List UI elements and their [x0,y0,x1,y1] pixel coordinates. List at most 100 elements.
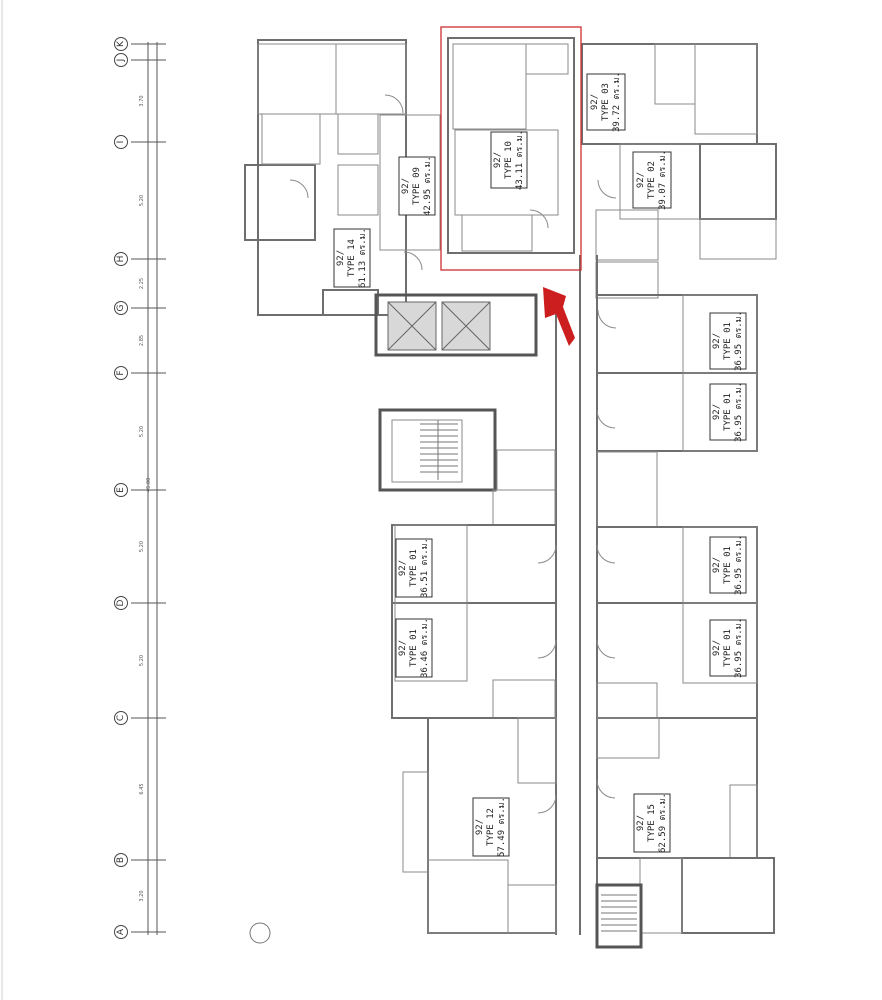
grid-bubble [114,596,128,610]
unit-label-text: 92/ [475,819,485,835]
grid-dimension: 3.70 [139,95,145,106]
unit-label-text: 92/ [398,640,408,656]
unit-label-text: 92/ [712,557,722,573]
grid-bubble [114,483,128,497]
unit-label-text: 36.95 ตร.ม. [734,535,744,595]
grid-dimension: 5.20 [139,541,145,552]
grid-bubble [114,925,128,939]
grid-label: B [116,857,126,863]
grid-dimension: 2.25 [139,278,145,289]
unit-label-text: TYPE 12 [486,808,496,846]
unit-label-text: TYPE 01 [723,629,733,667]
unit-label-text: 36.95 ตร.ม. [734,382,744,442]
unit-label-text: TYPE 02 [647,161,657,199]
grid-label: E [116,487,126,493]
unit-label-text: TYPE 14 [347,239,357,277]
grid-bubble [114,53,128,67]
unit-label-box [395,538,433,598]
unit-label-text: 92/ [636,172,646,188]
grid-dimension: 5.20 [139,655,145,666]
grid-dimension: 2.85 [139,335,145,346]
unit-label-text: 92/ [398,560,408,576]
unit-label-text: 92/ [590,94,600,110]
unit-label-box [398,156,436,216]
unit-label-box [586,73,626,131]
unit-label-text: TYPE 01 [409,549,419,587]
red-arrow-icon [543,287,575,346]
unit-label-box [395,618,433,678]
grid-bubble [114,366,128,380]
unit-label-text: TYPE 03 [601,83,611,121]
grid-bubble [114,711,128,725]
grid-label: F [116,370,126,375]
unit-label-text: 39.07 ตร.ม. [658,150,668,210]
unit-label-text: TYPE 01 [723,393,733,431]
unit-label-box [472,797,510,857]
unit-label-text: 92/ [493,152,503,168]
unit-label-box [709,383,747,441]
grid-label: J [116,59,126,63]
grid-label: H [116,256,126,263]
unit-label-text: TYPE 10 [504,141,514,179]
unit-label-text: 61.13 ตร.ม. [358,228,368,288]
grid-dimension: 3.20 [139,890,145,901]
unit-label-text: 62.59 ตร.ม. [658,793,668,853]
grid-bubble [114,301,128,315]
unit-label-text: 92/ [336,250,346,266]
grid-label: C [116,715,126,721]
unit-label-box [490,131,528,189]
unit-label-box [633,793,671,853]
grid-label: K [116,40,126,47]
unit-label-text: TYPE 09 [412,167,422,205]
unit-label-text: TYPE 01 [723,322,733,360]
unit-label-text: 92/ [401,178,411,194]
grid-dimension: 5.20 [139,195,145,206]
unit-label-text: 92/ [712,640,722,656]
unit-label-text: 36.95 ตร.ม. [734,618,744,678]
unit-label-text: 39.72 ตร.ม. [612,72,622,132]
unit-label-text: 36.51 ตร.ม. [420,538,430,598]
building-walls [244,37,777,949]
unit-label-text: 36.46 ตร.ม. [420,618,430,678]
unit-label-text: TYPE 01 [723,546,733,584]
unit-label-box [709,619,747,677]
grid-label: D [116,599,126,606]
unit-label-text: 43.11 ตร.ม. [515,130,525,190]
unit-label-box [709,312,747,370]
unit-label-text: 92/ [636,815,646,831]
grid-label: G [116,304,126,311]
unit-label-text: TYPE 01 [409,629,419,667]
grid-bubble [114,252,128,266]
unit-label-text: TYPE 15 [647,804,657,842]
grid-total-dimension: 45.00 [146,478,152,492]
highlight-box [440,26,582,271]
grid-dimension: 6.45 [139,783,145,794]
grid-bubble [114,37,128,51]
unit-label-text: 92/ [712,333,722,349]
unit-label-text: 42.95 ตร.ม. [423,156,433,216]
unit-label-box [632,151,672,209]
grid-axis: K J I H G F E D C B A 3.70 5.20 2.25 2.85 5.20 5.20 5.20… [114,37,166,939]
grid-dimension: 5.20 [139,426,145,437]
grid-bubble [114,135,128,149]
unit-label-box [333,228,371,288]
unit-label-text: 36.95 ตร.ม. [734,311,744,371]
grid-label: I [116,141,126,144]
grid-label: A [116,928,126,935]
unit-label-text: 92/ [712,404,722,420]
